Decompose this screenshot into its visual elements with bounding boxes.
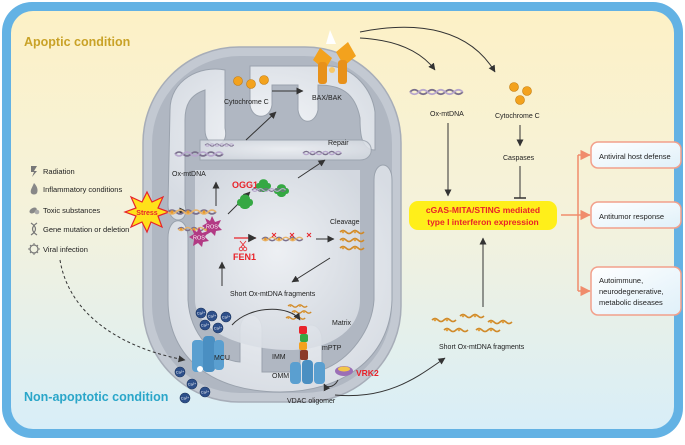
fen1-label: FEN1 xyxy=(233,252,256,262)
mptp-channel xyxy=(299,326,308,360)
ros-burst-1: ROS xyxy=(202,216,222,236)
ca-ions-inside: Ca²⁺Ca²⁺Ca²⁺Ca²⁺Ca²⁺ xyxy=(195,307,232,334)
ca-ion-label: Ca²⁺ xyxy=(181,396,190,401)
outcome-autoimmune-line-3: metabolic diseases xyxy=(599,298,663,307)
ca-ion-label: Ca²⁺ xyxy=(201,390,210,395)
dna-icon xyxy=(30,222,38,236)
cytochrome-c-cyto-cluster xyxy=(509,82,532,105)
ox-mtdna-inner-label: Ox-mtDNA xyxy=(172,171,206,178)
ox-mtdna-cyto-label: Ox-mtDNA xyxy=(430,111,464,118)
pills-icon xyxy=(29,207,40,215)
ca-ion-label: Ca²⁺ xyxy=(214,326,223,331)
vdac-oligomer xyxy=(290,360,325,384)
ca-ion-label: Ca²⁺ xyxy=(197,311,206,316)
ros-label-2: ROS xyxy=(193,236,205,242)
ca-ion-label: Ca²⁺ xyxy=(176,370,185,375)
bax-bak-complex xyxy=(313,30,356,84)
mcu-channel xyxy=(192,336,224,372)
stressor-list: Radiation Inflammatory conditions Toxic … xyxy=(28,166,129,255)
stressor-inflammatory: Inflammatory conditions xyxy=(43,185,122,194)
baxbak-to-cytc-arrow xyxy=(359,26,496,73)
cytochrome-c-inner-label: Cytochrome C xyxy=(224,99,269,106)
cytochrome-c-cyto-label: Cytochrome C xyxy=(495,113,540,120)
sting-line-2: type I interferon expression xyxy=(427,217,538,227)
outcome-autoimmune: Autoimmune, neurodegenerative, metabolic… xyxy=(590,266,682,316)
outcome-autoimmune-line-1: Autoimmune, xyxy=(599,276,643,285)
scissor-icon xyxy=(238,240,248,252)
repair-label: Repair xyxy=(328,140,349,147)
outcome-antitumor: Antitumor response xyxy=(590,201,682,229)
caspases-label: Caspases xyxy=(503,155,535,162)
baxbak-to-oxmtdna-arrow xyxy=(359,37,436,71)
ca-ions-outside: Ca²⁺ Ca²⁺ Ca²⁺ Ca²⁺ xyxy=(174,366,211,404)
vrk2-arrow xyxy=(323,379,339,392)
stressor-gene: Gene mutation or deletion xyxy=(43,225,129,234)
vdac-to-fragments-arrow xyxy=(334,357,446,397)
stressor-radiation: Radiation xyxy=(43,167,75,176)
stress-label: Stress xyxy=(136,210,158,217)
non-apoptotic-title: Non-apoptotic condition xyxy=(24,390,168,404)
stressor-toxic: Toxic substances xyxy=(43,206,100,215)
mptp-label: mPTP xyxy=(322,345,342,352)
flame-icon xyxy=(30,183,38,195)
ros-burst-2: ROS xyxy=(189,227,209,247)
ogg1-enzymes xyxy=(237,179,289,209)
to-repair-arrow xyxy=(297,159,326,179)
vrk2-label: VRK2 xyxy=(356,368,379,378)
matrix-label: Matrix xyxy=(332,320,352,327)
imm-label: IMM xyxy=(272,354,286,361)
ca-ion-label: Ca²⁺ xyxy=(208,314,217,319)
mtdna-to-cytc-arrow xyxy=(245,111,277,141)
bax-bak-label: BAX/BAK xyxy=(312,95,342,102)
ros-label-1: ROS xyxy=(206,225,218,231)
ca-ion-label: Ca²⁺ xyxy=(222,315,231,320)
vdac-label: VDAC oligomer xyxy=(287,398,336,405)
virus-icon xyxy=(28,243,40,255)
cleavage-label: Cleavage xyxy=(330,219,360,226)
omm-label: OMM xyxy=(272,373,289,380)
stressor-viral: Viral infection xyxy=(43,245,88,254)
ogg1-label: OGG1 xyxy=(232,180,258,190)
sting-highlight xyxy=(409,201,557,230)
outcome-autoimmune-line-2: neurodegenerative, xyxy=(599,287,664,296)
mitochondrion xyxy=(142,46,402,403)
outcome-antiviral-text: Antiviral host defense xyxy=(599,152,671,161)
fen1-cut-marks xyxy=(271,232,312,238)
ca-ion-label: Ca²⁺ xyxy=(188,382,197,387)
cytochrome-c-inner-cluster xyxy=(233,75,269,89)
apoptotic-title: Apoptic condition xyxy=(24,35,130,49)
mcu-label: MCU xyxy=(214,355,230,362)
short-fragments-cyto-label: Short Ox-mtDNA fragments xyxy=(439,344,525,351)
outcome-bracket xyxy=(561,149,591,297)
outcome-antiviral: Antiviral host defense xyxy=(590,141,682,169)
stress-burst: Stress xyxy=(123,190,171,234)
radiation-icon xyxy=(31,166,37,177)
to-short-fragments-arrow xyxy=(291,257,331,283)
dashed-ca-arrow xyxy=(59,259,186,363)
ca-ion-label: Ca²⁺ xyxy=(201,323,210,328)
ca-to-mptp-arrow xyxy=(231,308,301,326)
sting-line-1: cGAS-MITA/STING mediated xyxy=(426,205,540,215)
short-fragments-inner-label: Short Ox-mtDNA fragments xyxy=(230,291,316,298)
outcome-antitumor-text: Antitumor response xyxy=(599,212,664,221)
vrk2-protein xyxy=(335,366,353,376)
